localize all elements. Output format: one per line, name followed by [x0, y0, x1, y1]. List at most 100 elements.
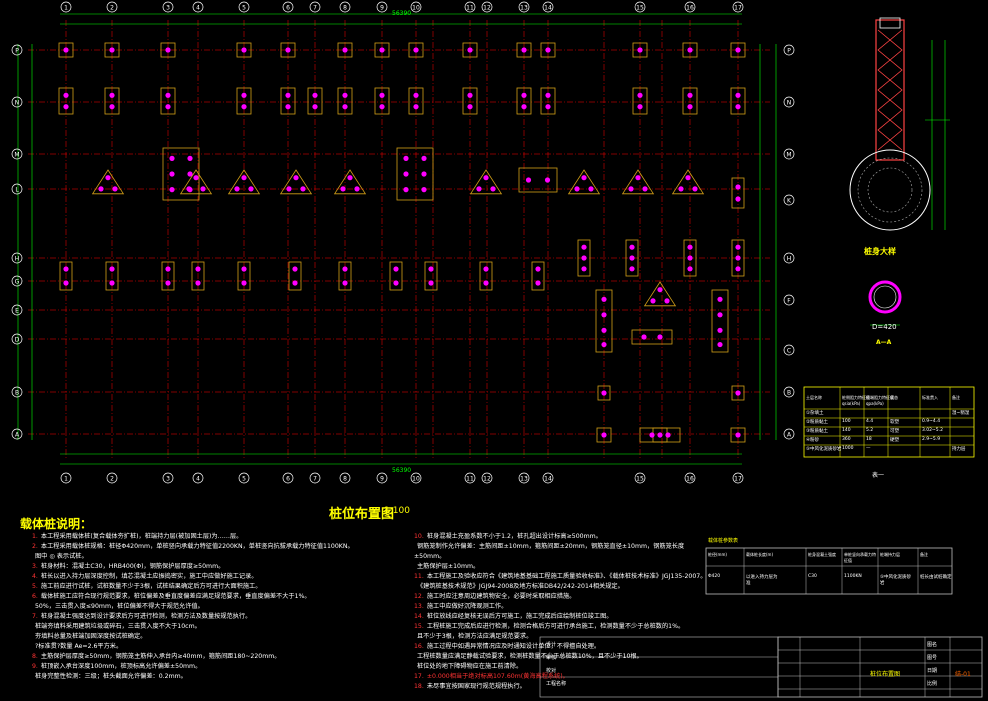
pile [717, 327, 723, 333]
pile [521, 92, 527, 98]
pile [286, 186, 292, 192]
pile-cap [396, 147, 434, 201]
grid-label-top: 5 [242, 5, 246, 12]
pile-cap [597, 385, 611, 401]
pile-table-header: 桩身混凝土强度 [808, 552, 836, 557]
pile [293, 175, 299, 181]
pile [169, 155, 175, 161]
pile [535, 266, 541, 272]
pile-section-detail [849, 17, 950, 326]
pile-cap [516, 42, 532, 58]
pile [421, 187, 427, 193]
pile-cap [731, 239, 745, 277]
grid-bubble-top [684, 1, 696, 13]
note-text: 桩长以进入持力层深度控制，填芯混凝土应振捣密实，施工中应做好施工记录。 [40, 573, 258, 580]
grid-label-bottom: 1 [64, 476, 68, 483]
pile [63, 104, 69, 110]
pile-cap [462, 87, 478, 115]
note-number: 12. [414, 593, 424, 600]
note-text: 且不少于3根，检测方法应满足规范要求。 [417, 633, 533, 640]
pile [483, 280, 489, 286]
note-number: 3. [32, 563, 38, 570]
pile [692, 186, 698, 192]
pile [735, 266, 741, 272]
soil-table-cell: 硬塑 [890, 438, 899, 443]
pile [476, 186, 482, 192]
note-number: 17. [414, 673, 424, 680]
pile-cap [374, 87, 390, 115]
pile-cap-triangle [643, 281, 677, 307]
note-text: ±0.000相当于绝对标高107.60m(黄海高程系统)。 [426, 673, 569, 680]
pile-cap [191, 261, 205, 291]
grid-label-top: 4 [196, 5, 200, 12]
pile [678, 186, 684, 192]
note-item: 且不少于3根，检测方法应满足规范要求。 [414, 632, 714, 642]
grid-label-top: 14 [544, 5, 552, 12]
grid-label-bottom: 5 [242, 476, 246, 483]
pile-table-cell: 桩长由试桩确定 [920, 575, 952, 580]
pile [735, 390, 741, 396]
pile-cap [236, 42, 252, 58]
pile-cap [280, 42, 296, 58]
grid-label-bottom: 17 [734, 476, 742, 483]
pile [641, 334, 647, 340]
grid-bubble-right [783, 96, 795, 108]
pile [285, 104, 291, 110]
grid-bubble-top [464, 1, 476, 13]
grid-label-left: G [15, 279, 20, 286]
grid-bubble-bottom [339, 472, 351, 484]
grid-bubble-top [309, 1, 321, 13]
pile [165, 266, 171, 272]
pile-cap [104, 42, 120, 58]
grid-bubble-left [11, 252, 23, 264]
title-block-label: 比例 [927, 681, 938, 687]
grid-bubble-bottom [464, 472, 476, 484]
soil-table-cell: 18 [866, 437, 872, 442]
pile-cap [462, 42, 478, 58]
soil-table-cell: 4.4 [866, 419, 874, 424]
pile [109, 266, 115, 272]
grid-bubble-bottom [192, 472, 204, 484]
pile [735, 47, 741, 53]
note-text: 载体桩施工应符合现行规范要求，桩位偏差及垂直度偏差应满足规范要求，垂直度偏差不大… [40, 593, 311, 600]
title-block-drawing-no: 结-01 [955, 671, 971, 678]
grid-bubble-bottom [732, 472, 744, 484]
pile-cap [683, 239, 697, 277]
grid-bubble-bottom [106, 472, 118, 484]
pile-cap [58, 87, 74, 115]
pile [717, 341, 723, 348]
note-number: 6. [32, 593, 38, 600]
pile [241, 92, 247, 98]
pile [467, 47, 473, 53]
pile-cap [162, 147, 200, 201]
grid-bubble-top [410, 1, 422, 13]
grid-bubble-bottom [518, 472, 530, 484]
note-item: 16.施工过程中如遇异常情况应及时通知设计单位，不得擅自处理。 [414, 642, 714, 652]
total-dimension-bottom: 56390 [392, 467, 412, 474]
note-text: 图中 ◎ 表示试桩。 [35, 553, 88, 560]
pile [241, 104, 247, 110]
soil-table-cell: 140 [842, 428, 851, 433]
pile-cap [58, 42, 74, 58]
pile [421, 155, 427, 161]
soil-table-header: 标准贯入 [922, 395, 938, 400]
pile-cap [236, 87, 252, 115]
note-item: 17.±0.000相当于绝对标高107.60m(黄海高程系统)。 [414, 672, 714, 682]
pile-cap [596, 427, 612, 443]
grid-label-top: 13 [520, 5, 528, 12]
pile-table-header: 单桩竖向承载力特征值 [844, 552, 876, 563]
note-text: 桩身材料：混凝土C30，HRB400(Φ)，钢筋保护层厚度≥50mm。 [40, 563, 225, 570]
grid-bubble-left [11, 44, 23, 56]
grid-bubble-top [60, 1, 72, 13]
pile [105, 175, 111, 181]
note-item: 1.本工程采用载体桩(复合载体夯扩桩)，桩端持力层(被加固土层)为……层。 [32, 532, 412, 542]
pile [601, 390, 607, 396]
pile-cap-triangle [333, 169, 367, 195]
pile-cap-triangle [227, 169, 261, 195]
note-number: 7. [32, 613, 38, 620]
pile-cap [479, 261, 493, 291]
pile [241, 266, 247, 272]
soil-table-header: 桩端阻力特征值 qpa(kPa) [866, 395, 894, 406]
